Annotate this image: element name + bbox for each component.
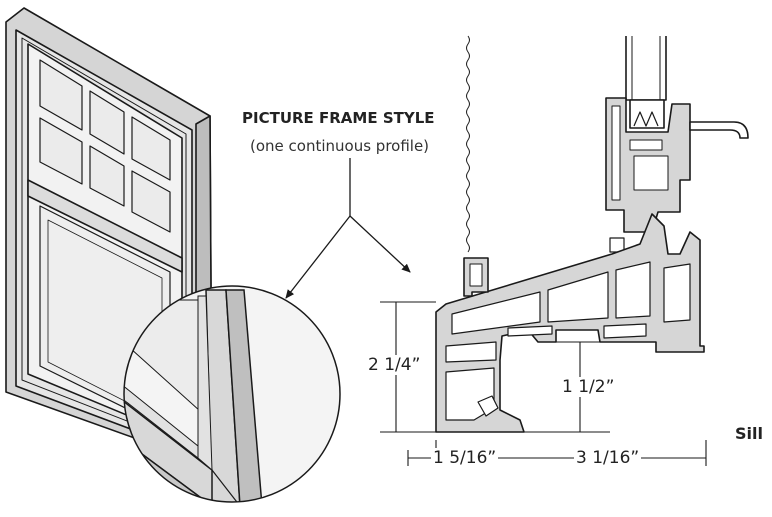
dimension-label-width-left: 1 5/16” xyxy=(431,448,499,468)
section-label-sill: Sill xyxy=(735,424,763,443)
callout-leaders xyxy=(285,158,411,299)
detail-magnifier xyxy=(123,285,341,503)
dimension-label-height-inner: 1 1/2” xyxy=(560,377,617,397)
dimension-label-width-right: 3 1/16” xyxy=(574,448,642,468)
dimension-label-height-total: 2 1/4” xyxy=(366,355,423,375)
sill-profile xyxy=(435,36,749,433)
break-line xyxy=(466,35,470,253)
callout-subtitle: (one continuous profile) xyxy=(250,137,430,155)
window-illustration xyxy=(5,7,213,471)
sash-handle xyxy=(689,121,749,139)
upper-grille xyxy=(39,59,171,233)
meeting-rail xyxy=(27,179,183,273)
callout-title: PICTURE FRAME STYLE xyxy=(242,109,435,127)
